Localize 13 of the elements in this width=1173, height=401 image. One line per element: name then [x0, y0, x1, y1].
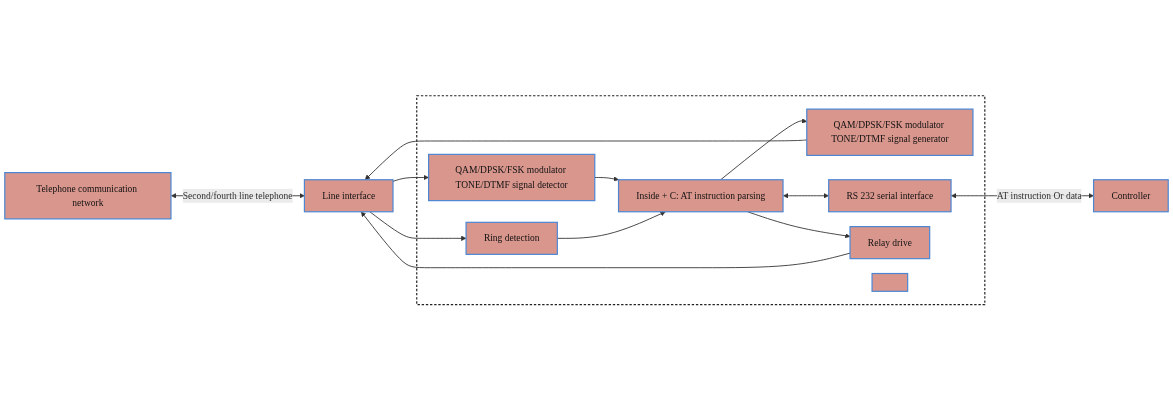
node-box: Line interface: [303, 179, 394, 213]
node-box: [871, 273, 909, 293]
node-box: RS 232 serial interface: [828, 179, 952, 213]
node-box: QAM/DPSK/FSK modulator TONE/DTMF signal detector: [428, 154, 596, 202]
node-box: Relay drive: [849, 226, 931, 260]
node-box: Telephone communication network: [4, 172, 172, 220]
edge-label: AT instruction Or data: [996, 190, 1082, 201]
cluster: [416, 95, 986, 306]
node-box: Controller: [1092, 179, 1169, 213]
node-box: Ring detection: [465, 222, 558, 256]
edge-label: Second/fourth line telephone: [182, 190, 293, 201]
node-box: QAM/DPSK/FSK modulator TONE/DTMF signal generator: [806, 108, 974, 157]
node-box: Inside + C: AT instruction parsing: [617, 179, 784, 213]
